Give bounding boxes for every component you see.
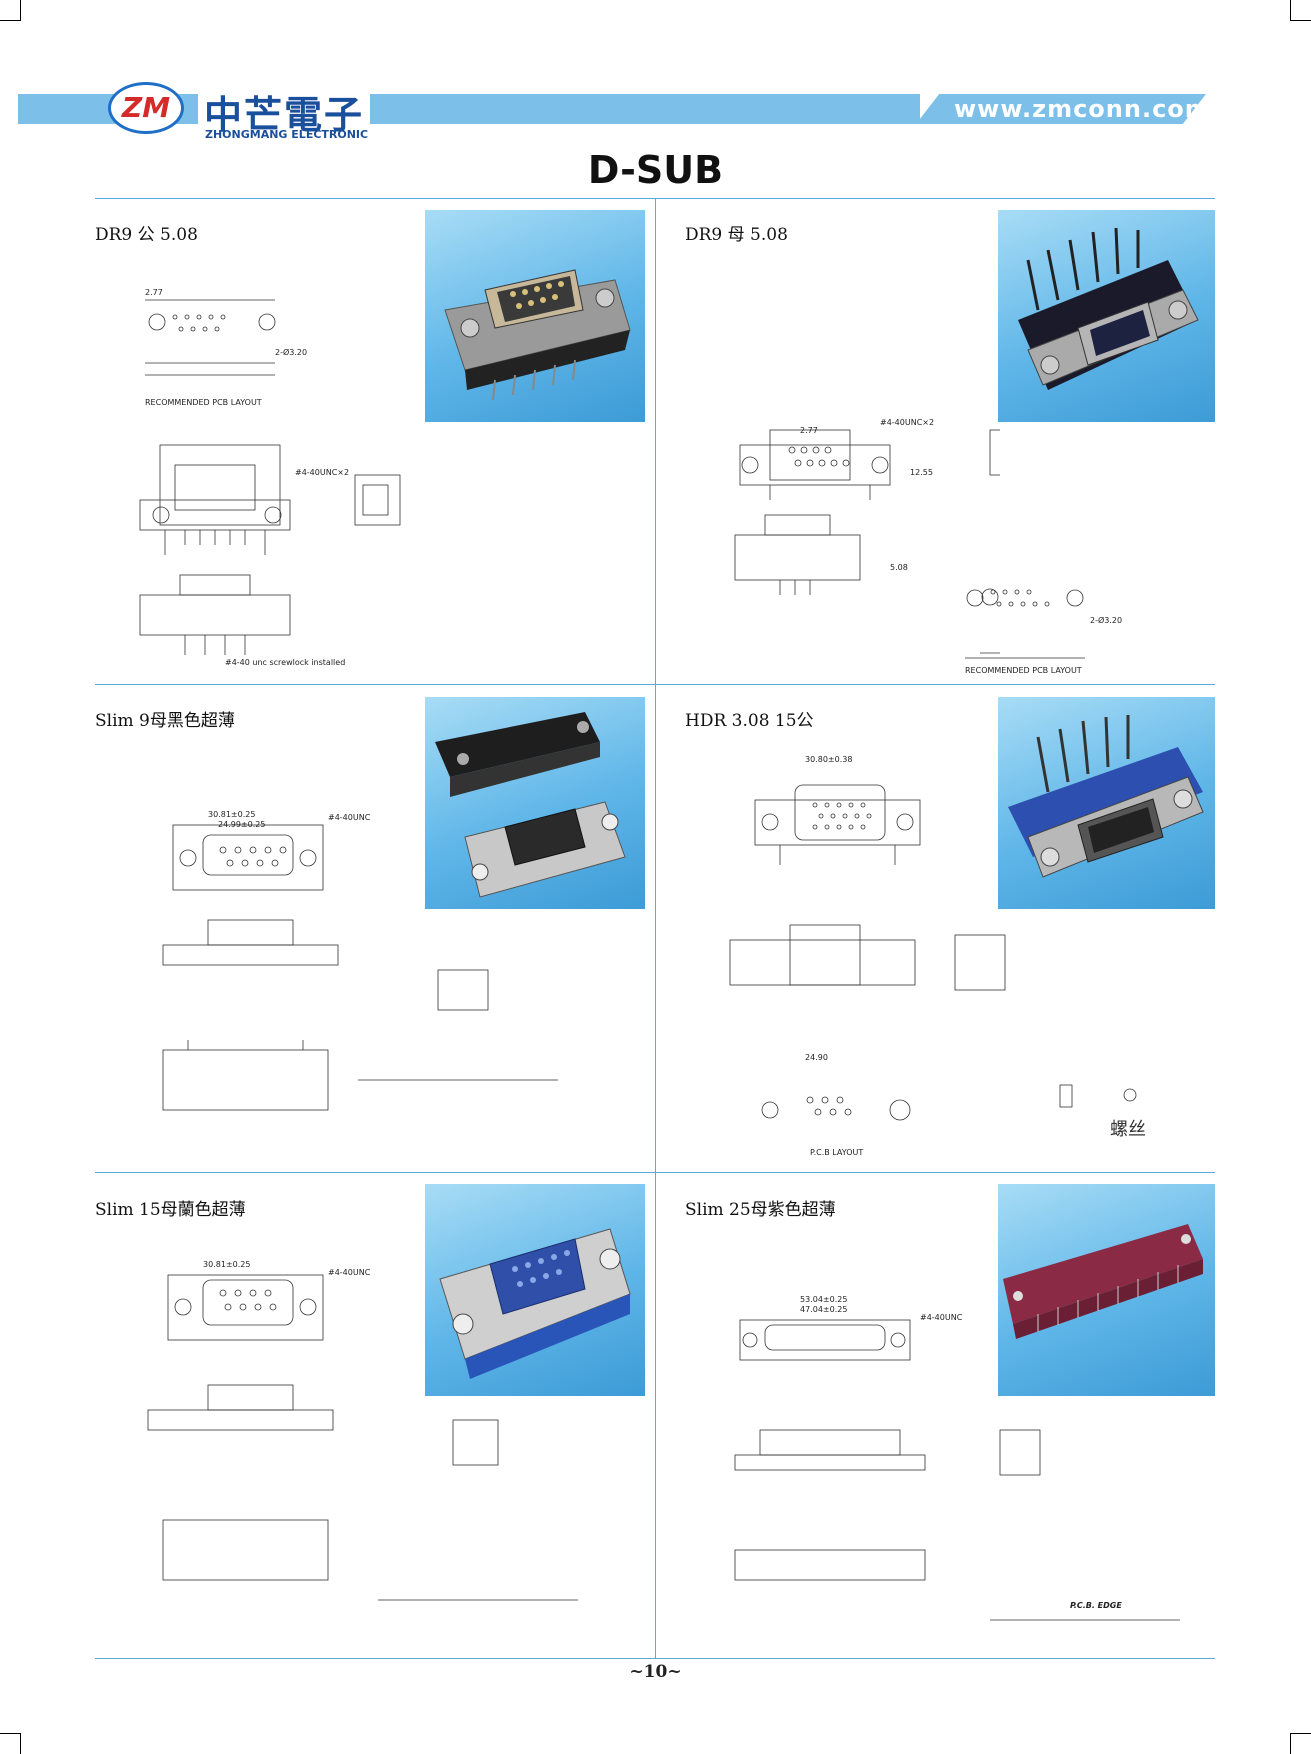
crop-mark-top-right [1290,0,1311,21]
slim25-drawing: 53.04±0.25 47.04±0.25 #4-40UNC P.C.B. ED… [690,1290,1210,1650]
hdr-15-blue-connector-photo [998,697,1215,909]
crop-mark-bottom-left [0,1733,21,1754]
crop-mark-bottom-right [1290,1733,1311,1754]
pcb-layout-short-label: P.C.B LAYOUT [810,1148,863,1157]
pcb-layout-label: RECOMMENDED PCB LAYOUT [145,398,262,407]
screwlock-label: #4-40 unc screwlock installed [225,658,345,667]
hole-label-female: 2-Ø3.20 [1090,615,1122,625]
dim-30-81-slim9: 30.81±0.25 [208,810,255,819]
dim-5-08: 5.08 [890,563,908,572]
product-title-hdr15: HDR 3.08 15公 [685,711,814,731]
unc-label-slim25: #4-40UNC [920,1313,963,1322]
header-bar-middle [380,94,920,124]
slim9-drawing: 30.81±0.25 24.99±0.25 #4-40UNC [128,795,648,1145]
pcb-layout-label-female: RECOMMENDED PCB LAYOUT [965,666,1082,675]
dr9-female-pcb-layout: 2-Ø3.20 RECOMMENDED PCB LAYOUT [955,548,1155,678]
page-title: D-SUB [587,148,724,192]
hole-label: 2-Ø3.20 [275,347,307,357]
dim-24-99-slim9: 24.99±0.25 [218,820,265,829]
dim-53-04: 53.04±0.25 [800,1295,847,1304]
company-name-chinese: 中芒電子 [198,84,371,139]
dr9-male-drawing: 2.77 2-Ø3.20 RECOMMENDED PCB LAYOUT #4-4… [125,265,491,680]
slim-15-blue-connector-photo [425,1184,645,1396]
grid-divider-bottom [95,1658,1215,1659]
dim-2-77: 2.77 [145,288,163,297]
product-title-slim25: Slim 25母紫色超薄 [685,1200,836,1220]
slim-9-black-connector-photo [425,697,645,909]
screw-label: 螺丝 [1110,1119,1146,1140]
header-bar-right [916,94,1206,124]
dim-47-04: 47.04±0.25 [800,1305,847,1314]
dim-2-77-female: 2.77 [800,426,818,435]
unc-label-slim9: #4-40UNC [328,813,371,822]
hdr15-drawing: 30.80±0.38 24.90 P.C.B LAYOUT 螺丝 [670,740,1210,1160]
male-dsub-9-connector-photo [425,210,645,422]
product-title-dr9-female: DR9 母 5.08 [685,225,788,245]
slim15-drawing: 30.81±0.25 #4-40UNC [128,1255,648,1650]
product-title-dr9-male: DR9 公 5.08 [95,225,198,245]
unc-x2-label-female: #4-40UNC×2 [880,418,934,427]
grid-divider-vertical [655,198,656,1658]
crop-mark-top-left [0,0,21,21]
dim-30-80-hdr: 30.80±0.38 [805,755,852,764]
product-title-slim15: Slim 15母蘭色超薄 [95,1200,246,1220]
female-dsub-9-connector-photo [998,210,1215,422]
product-title-slim9: Slim 9母黑色超薄 [95,711,235,731]
dim-12-55: 12.55 [910,468,933,477]
unc-x2-label: #4-40UNC×2 [295,468,349,477]
unc-label-slim15: #4-40UNC [328,1268,371,1277]
dim-30-81-slim15: 30.81±0.25 [203,1260,250,1269]
company-name-english: ZHONGMANG ELECTRONIC [205,128,369,141]
slim-25-purple-connector-photo [998,1184,1215,1396]
website-url[interactable]: www.zmconn.com [954,95,1211,123]
company-logo: ZM [108,82,184,134]
dim-24-90-hdr: 24.90 [805,1053,828,1062]
page-number: ~10~ [629,1662,682,1682]
pcb-edge-label: P.C.B. EDGE [1070,1601,1122,1610]
